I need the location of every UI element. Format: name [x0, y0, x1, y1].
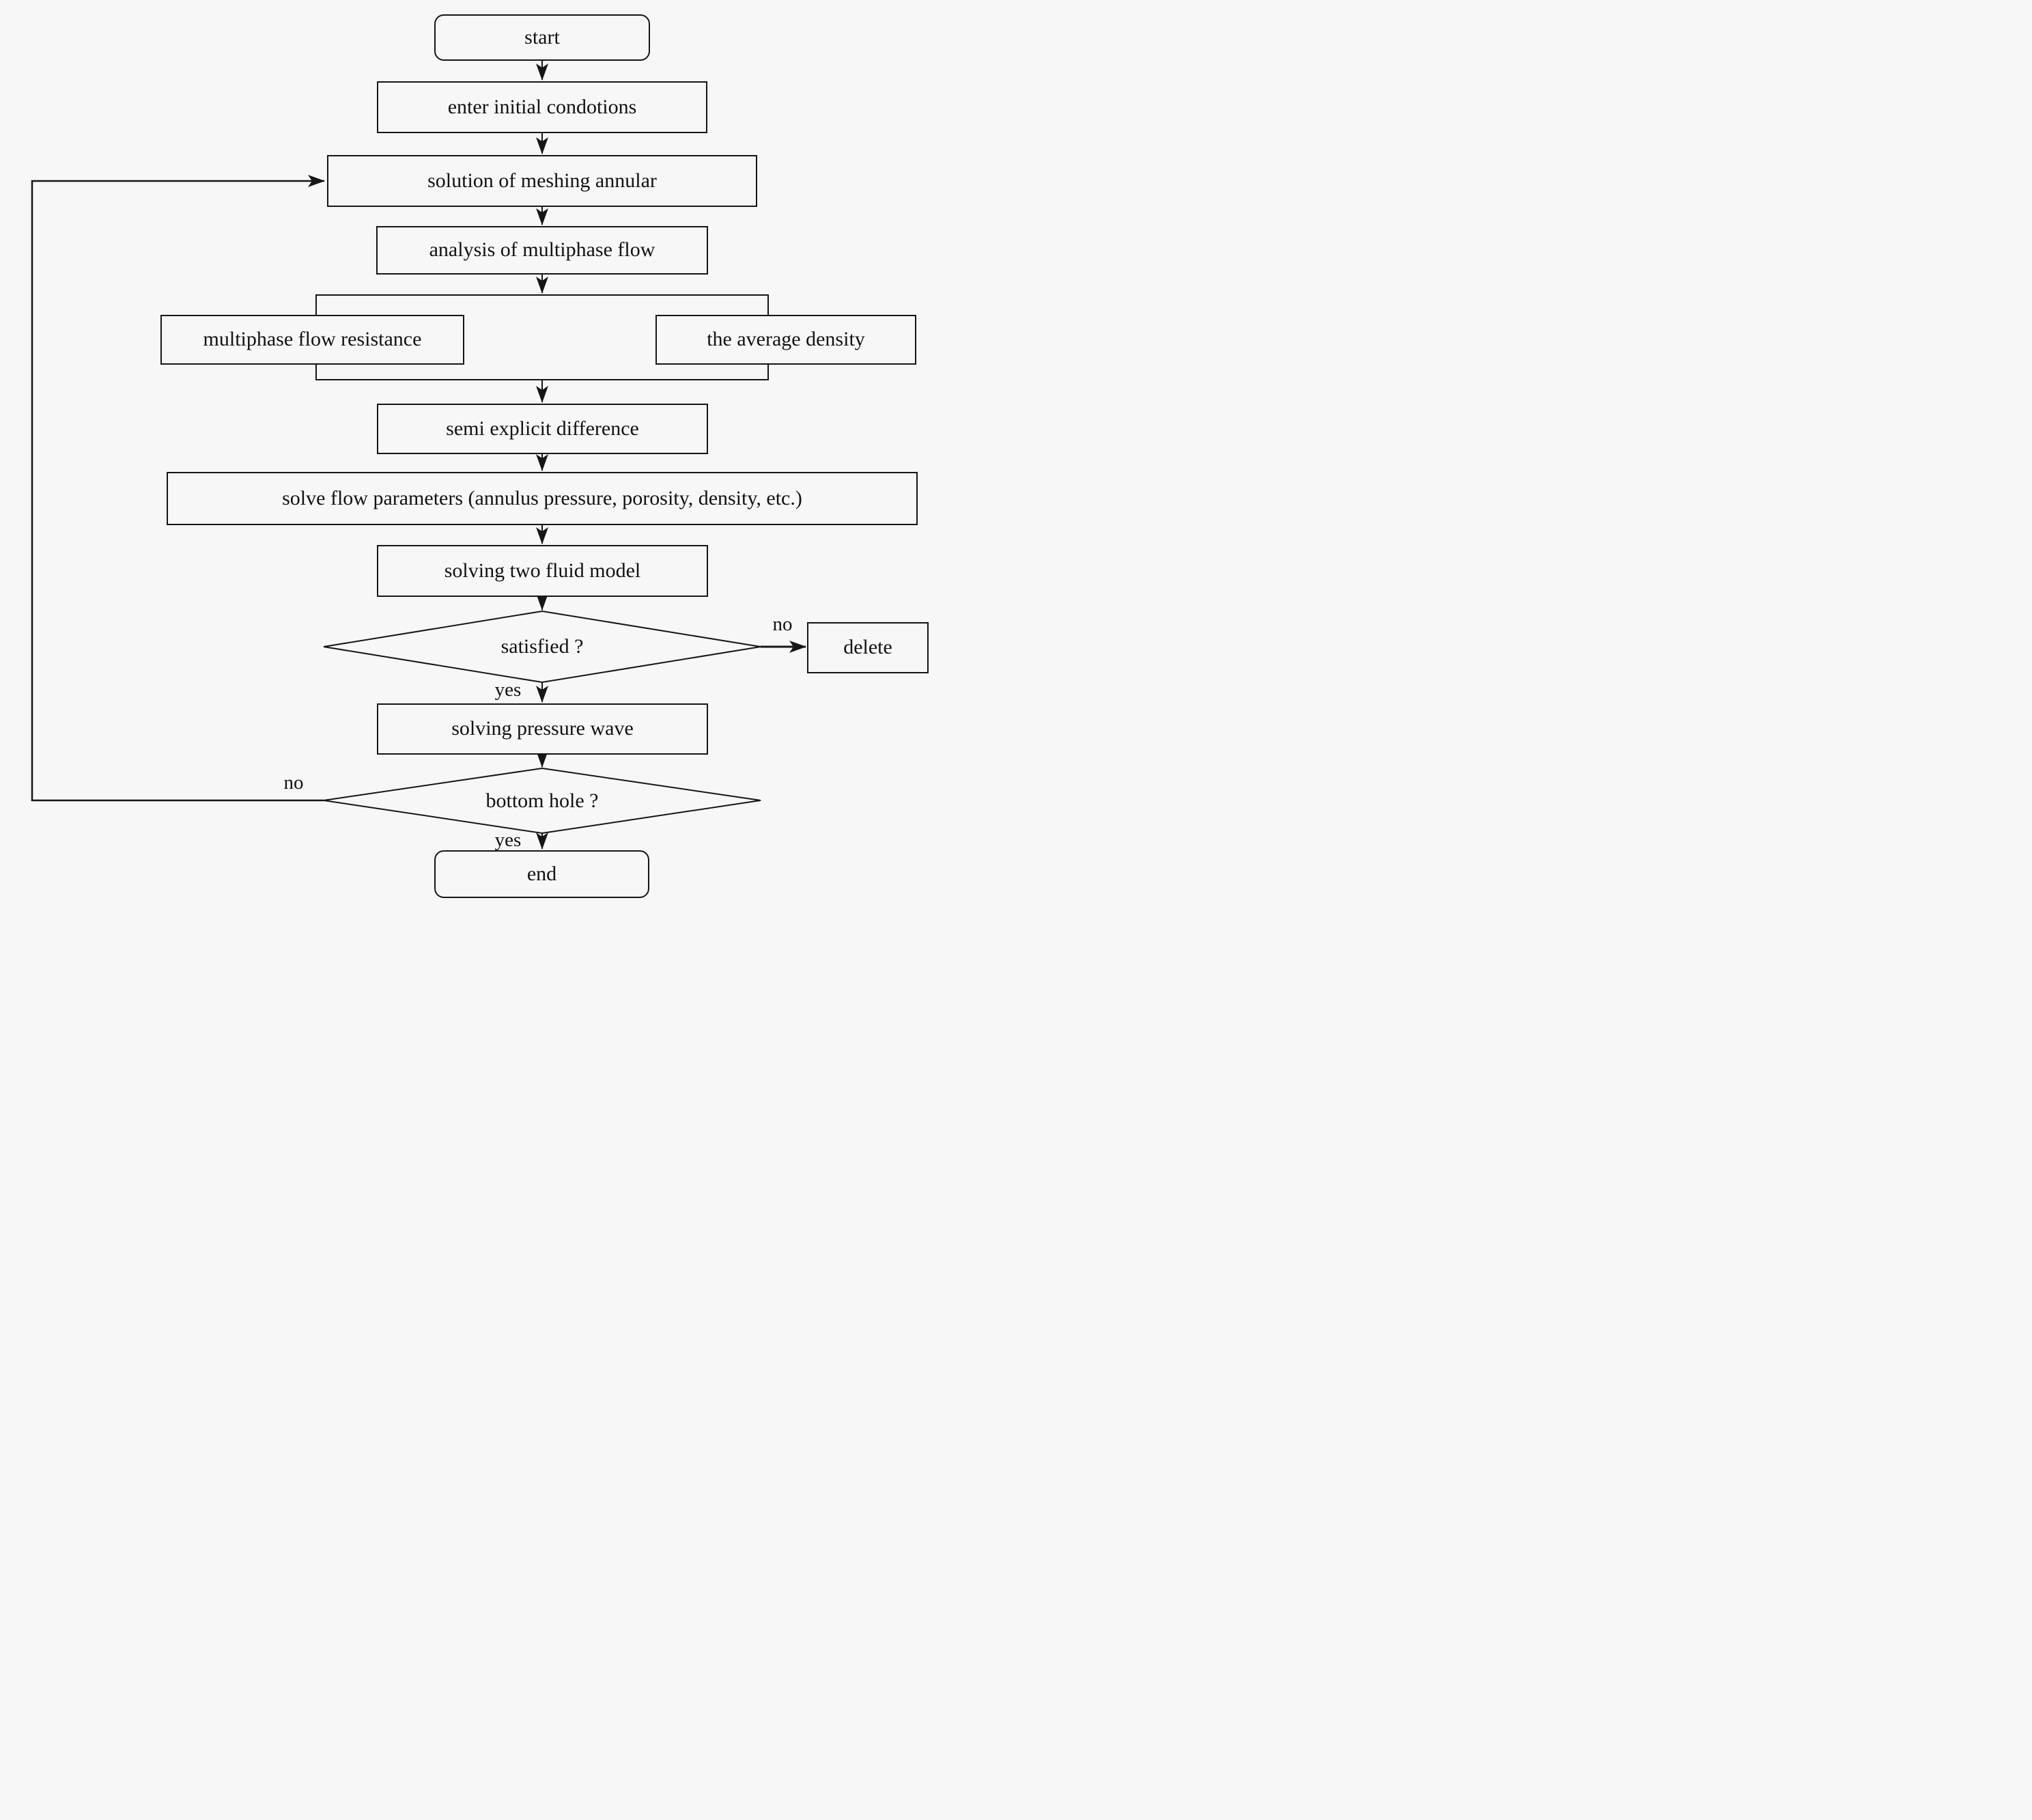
label-satisfied-no: no [772, 613, 793, 635]
node-enter-initial-conditions: enter initial condotions [377, 81, 707, 133]
label-satisfied-yes: yes [494, 679, 522, 701]
flowchart-canvas: start enter initial condotions solution … [0, 0, 1016, 910]
decision-satisfied-label: satisfied ? [500, 635, 584, 658]
node-solving-pressure-wave: solving pressure wave [377, 703, 708, 755]
node-start: start [434, 14, 650, 61]
node-solution-meshing-annular: solution of meshing annular [327, 155, 757, 207]
label-bottom-hole-yes: yes [494, 829, 522, 851]
node-semi-explicit-difference: semi explicit difference [377, 404, 708, 454]
node-analysis-multiphase-flow: analysis of multiphase flow [376, 226, 708, 275]
node-solve-flow-parameters: solve flow parameters (annulus pressure,… [167, 472, 918, 525]
label-bottom-hole-no: no [283, 772, 304, 794]
decision-bottom-hole-label: bottom hole ? [485, 789, 599, 812]
loop-bottomhole-no-to-meshing [31, 175, 325, 802]
connector-layer [31, 61, 806, 850]
node-end: end [434, 850, 649, 898]
node-average-density: the average density [655, 315, 916, 365]
node-multiphase-flow-resistance: multiphase flow resistance [160, 315, 464, 365]
node-solving-two-fluid-model: solving two fluid model [377, 545, 708, 597]
node-delete: delete [807, 622, 929, 673]
